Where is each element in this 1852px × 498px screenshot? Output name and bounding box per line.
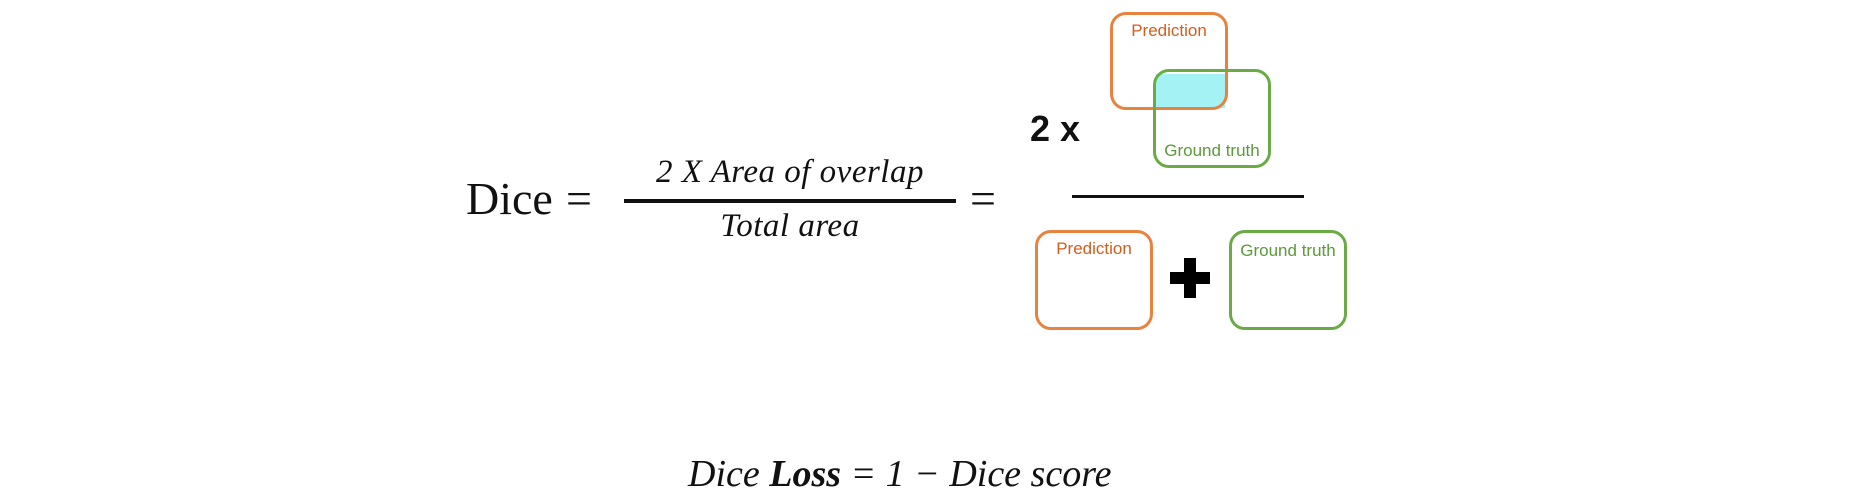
top-ground-truth-label: Ground truth [1164, 141, 1260, 160]
loss-dice-word: Dice [688, 453, 760, 495]
top-prediction-label: Prediction [1131, 21, 1207, 40]
plus-icon [1170, 258, 1210, 298]
loss-word: Loss [769, 453, 842, 495]
visual-fraction-bar [1072, 195, 1304, 198]
fraction-denominator: Total area [720, 208, 860, 244]
top-ground-truth-box: Ground truth [1153, 69, 1271, 168]
fraction-numerator: 2 X Area of overlap [656, 154, 924, 190]
bottom-ground-truth-box: Ground truth [1229, 230, 1347, 330]
top-prediction-box: Prediction [1110, 12, 1228, 110]
bottom-prediction-label: Prediction [1056, 239, 1132, 258]
bottom-ground-truth-label: Ground truth [1240, 241, 1336, 260]
equals-sign: = [566, 173, 592, 224]
dice-loss-formula: Dice Loss = 1 − Dice score [688, 452, 1111, 496]
bottom-prediction-box: Prediction [1035, 230, 1153, 330]
loss-rest: = 1 − Dice score [850, 453, 1112, 495]
equals-sign-2: = [970, 173, 996, 224]
multiplier-label: 2 x [1030, 108, 1081, 149]
fraction-bar [624, 199, 956, 203]
dice-label: Dice [466, 173, 553, 224]
